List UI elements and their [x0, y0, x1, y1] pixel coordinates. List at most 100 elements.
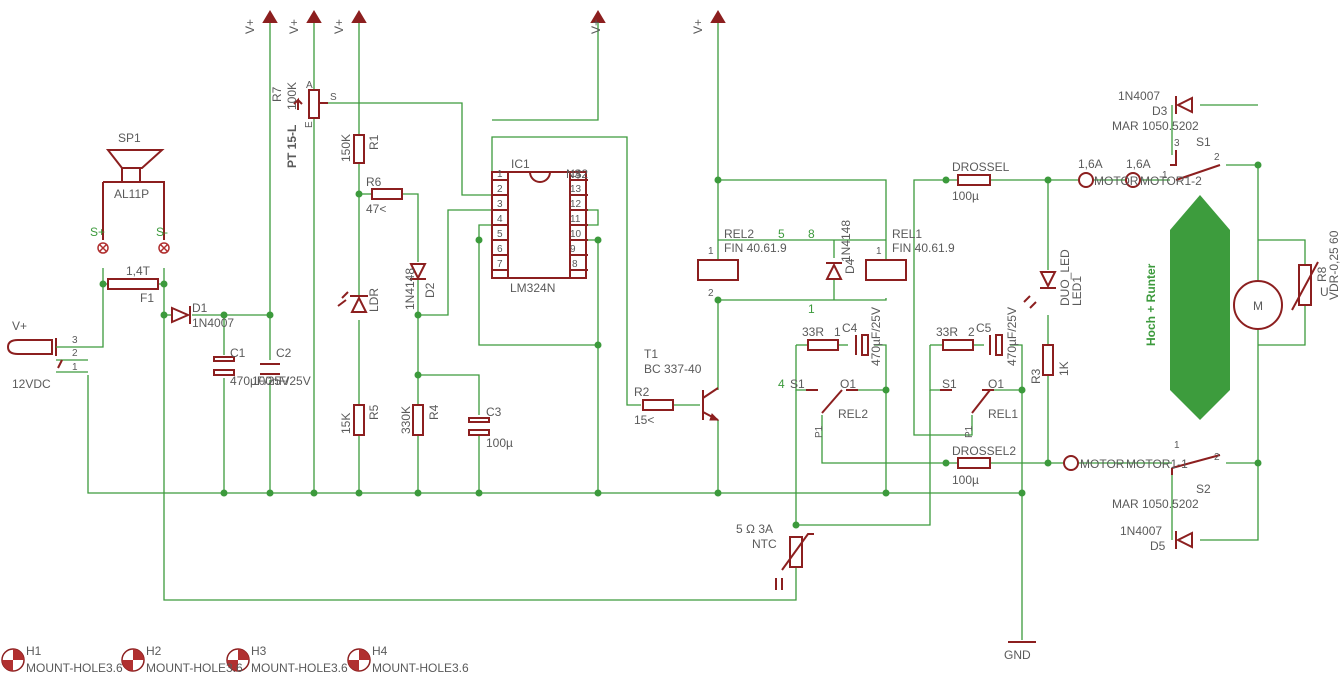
r8-value: VDR-0,25 60	[1327, 230, 1341, 300]
resistor-33r-2-icon	[942, 339, 974, 351]
r2-value: 15<	[634, 413, 654, 427]
r7-part: PT 15-L	[285, 125, 299, 168]
relay-rel2-coil-icon	[697, 259, 739, 281]
s1-pin1: 1	[1162, 170, 1168, 181]
led-value: DUO_LED	[1058, 249, 1072, 306]
arrow-label: Hoch + Runter	[1144, 263, 1158, 346]
resistor-r2-icon	[642, 399, 674, 411]
hole-4-name: H4	[372, 644, 388, 658]
c4-value: 470µF/25V	[869, 307, 883, 366]
drossel2-name: DROSSEL2	[952, 444, 1016, 458]
speaker-value: AL11P	[114, 187, 149, 201]
jack-pin-1: 1	[72, 362, 78, 373]
rel1-pin1: 1	[876, 246, 882, 257]
wires	[87, 20, 1306, 640]
varistor-r8-icon	[1291, 261, 1319, 311]
diode-d3-icon	[1175, 96, 1193, 114]
hole-1-value: MOUNT-HOLE3.6	[26, 661, 123, 675]
gnd-label: GND	[1004, 648, 1031, 662]
ic1-right-pins: 14 13 12 11 10 9 8	[570, 169, 582, 270]
inductor-drossel2-icon	[957, 457, 991, 469]
speaker-pos: S+	[90, 225, 105, 239]
s2-pin2: 2	[1214, 452, 1220, 463]
rel2-o1: O1	[840, 377, 856, 391]
rel2-switch-name: REL2	[838, 407, 868, 421]
rel2-pin2: 2	[708, 288, 714, 299]
transistor-t1-icon	[702, 387, 720, 421]
junction-dots	[99, 161, 1262, 529]
ic1-pin: 6	[497, 244, 503, 255]
mount-hole-icon-1	[1, 648, 25, 672]
hole-2-name: H2	[146, 644, 162, 658]
inductor-drossel1-icon	[957, 174, 991, 186]
motor-label-1: MOTOR	[1094, 174, 1139, 188]
c1-value: 470µF/25V	[230, 374, 289, 388]
drossel1-value: 100µ	[952, 189, 979, 203]
resistor-r5-icon	[353, 404, 365, 436]
drossel2-value: 100µ	[952, 473, 979, 487]
s1-pin3: 3	[1174, 138, 1180, 149]
ic1-pin: 2	[497, 184, 503, 195]
r33-1-label: 33R	[802, 325, 824, 339]
fuse-icon	[107, 278, 159, 290]
d3-value: 1N4007	[1118, 89, 1160, 103]
motor-fuse1: 1,6A	[1078, 157, 1103, 171]
dc-jack-icon	[6, 338, 88, 373]
vplus-label-4: V+	[589, 19, 603, 34]
rel2-s1: S1	[790, 377, 805, 391]
ic1-pin: 1	[497, 169, 503, 180]
r4-name: R4	[427, 404, 441, 420]
r8-u: U	[1320, 285, 1329, 299]
motor-icon	[1233, 280, 1283, 330]
r3-value: 1K	[1057, 361, 1071, 376]
ic1-pin: 8	[572, 259, 578, 270]
s1-pin2: 2	[1214, 152, 1220, 163]
r7-pin-s: S	[330, 92, 337, 103]
diode-d5-icon	[1175, 531, 1193, 549]
resistor-r4-icon	[412, 404, 424, 436]
hole-3-name: H3	[251, 644, 267, 658]
fuse-name: F1	[140, 291, 154, 305]
d2-name: D2	[423, 282, 437, 298]
r7-pin-a: A	[306, 80, 313, 91]
r7-value: 100K	[285, 82, 299, 110]
ic1-pin: 11	[570, 214, 581, 225]
mount-hole-icon-3	[226, 648, 250, 672]
relay-rel1-coil-icon	[865, 259, 907, 281]
relay-rel1-switch-icon	[940, 389, 994, 414]
hole-3-value: MOUNT-HOLE3.6	[251, 661, 348, 675]
r33-2-num: 2	[968, 325, 975, 339]
s2-pin1: 1	[1174, 440, 1180, 451]
c5-name: C5	[976, 321, 992, 335]
input-label: V+	[12, 319, 27, 333]
c1-name: C1	[230, 346, 246, 360]
ldr-name: LDR	[367, 288, 381, 312]
led-name: LED1	[1070, 276, 1084, 306]
ic1-pin: 12	[570, 199, 582, 210]
speaker-neg: S-	[156, 225, 168, 239]
s1-name: S1	[1196, 135, 1211, 149]
rel2-name: REL2	[724, 227, 754, 241]
capacitor-c2-icon	[260, 363, 280, 375]
t1-name: T1	[644, 347, 658, 361]
d1-name: D1	[192, 301, 208, 315]
vplus-label-5: V+	[691, 19, 705, 34]
r7-pin-e: E	[304, 121, 315, 128]
c2-name: C2	[276, 346, 292, 360]
jack-pin-3: 3	[72, 335, 78, 346]
ntc-value: 5 Ω 3A	[736, 522, 773, 536]
fuse-value: 1,4T	[126, 264, 151, 278]
motor-symbol: M	[1253, 299, 1263, 313]
motor-label-2: MOTOR1-2	[1140, 174, 1202, 188]
mount-holes	[1, 648, 371, 672]
hole-4-value: MOUNT-HOLE3.6	[372, 661, 469, 675]
c5-value: 470µF/25V	[1005, 307, 1019, 366]
jack-pin-2: 2	[72, 348, 78, 359]
c2-value: 100nF/25V	[252, 374, 311, 388]
diode-d2-icon	[409, 263, 427, 281]
r3-name: R3	[1029, 368, 1043, 384]
c3-value: 100µ	[486, 436, 513, 450]
ic1-pin: 4	[497, 214, 503, 225]
capacitor-c5-icon	[989, 334, 1003, 356]
ic1-extra: N$2	[566, 167, 588, 181]
